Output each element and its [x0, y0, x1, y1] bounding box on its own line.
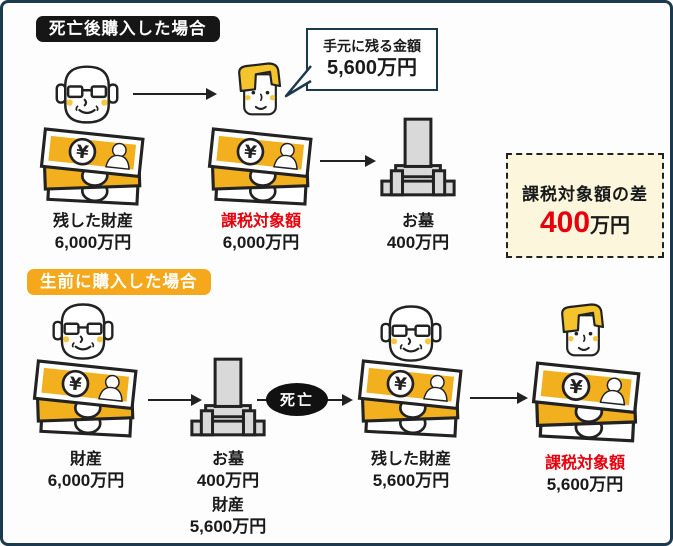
money-stack-icon	[39, 125, 147, 207]
taxable-amount-label: 課税対象額 5,600万円	[515, 453, 655, 496]
bubble-amount: 5,600万円	[326, 57, 418, 79]
money-stack-icon	[357, 357, 465, 439]
grave-icon	[185, 349, 271, 445]
tax-difference-value: 400万円	[508, 206, 662, 240]
grave-label: お墓 400万円	[348, 211, 488, 254]
asset-left-title: 残した財産	[52, 213, 133, 230]
taxable-amount-title: 課税対象額	[220, 213, 301, 230]
remaining-assets-title: 残した財産	[370, 451, 451, 468]
taxable-amount-label: 課税対象額 6,000万円	[191, 211, 331, 254]
grave-title: お墓	[211, 451, 244, 468]
tax-difference-number: 400	[539, 206, 591, 239]
asset-left-label: 残した財産 6,000万円	[23, 211, 163, 254]
remaining-estate-label: 財産 5,600万円	[158, 495, 298, 538]
elderly-person-icon	[50, 299, 116, 365]
arrow-right-icon	[148, 394, 202, 406]
tax-difference-unit: 万円	[590, 215, 631, 237]
tax-difference-box: 課税対象額の差 400万円	[506, 153, 664, 258]
remaining-assets-label: 残した財産 5,600万円	[341, 449, 481, 492]
grave-title: お墓	[401, 213, 434, 230]
money-stack-icon	[531, 359, 643, 444]
estate-amount: 6,000万円	[47, 471, 125, 490]
elderly-person-icon	[53, 61, 121, 129]
estate-title: 財産	[69, 451, 102, 468]
tax-difference-title: 課税対象額の差	[522, 185, 648, 204]
taxable-amount-value: 5,600万円	[546, 475, 624, 494]
money-stack-icon	[32, 357, 140, 439]
taxable-amount-title: 課税対象額	[544, 455, 625, 472]
section-header-before-death: 生前に購入した場合	[27, 269, 211, 295]
remaining-assets-amount: 5,600万円	[372, 471, 450, 490]
grave-label: お墓 400万円	[158, 449, 298, 492]
death-event-badge: 死亡	[266, 383, 328, 416]
remaining-estate-amount: 5,600万円	[189, 517, 267, 536]
remaining-estate-title: 財産	[211, 497, 244, 514]
grave-icon	[375, 111, 461, 203]
section-header-after-death: 死亡後購入した場合	[36, 16, 220, 42]
estate-label: 財産 6,000万円	[16, 449, 156, 492]
taxable-amount-value: 6,000万円	[222, 233, 300, 252]
speech-bubble-tail	[284, 65, 312, 98]
arrow-right-icon	[470, 392, 528, 404]
speech-bubble: 手元に残る金額 5,600万円	[284, 28, 438, 98]
bubble-caption: 手元に残る金額	[323, 38, 421, 54]
arrow-right-icon	[320, 155, 376, 167]
arrow-right-icon	[133, 88, 217, 100]
young-person-icon	[553, 299, 613, 365]
grave-amount: 400万円	[196, 471, 260, 490]
asset-left-amount: 6,000万円	[54, 233, 132, 252]
money-stack-icon	[207, 125, 315, 207]
young-person-icon	[230, 58, 290, 124]
grave-amount: 400万円	[386, 233, 450, 252]
